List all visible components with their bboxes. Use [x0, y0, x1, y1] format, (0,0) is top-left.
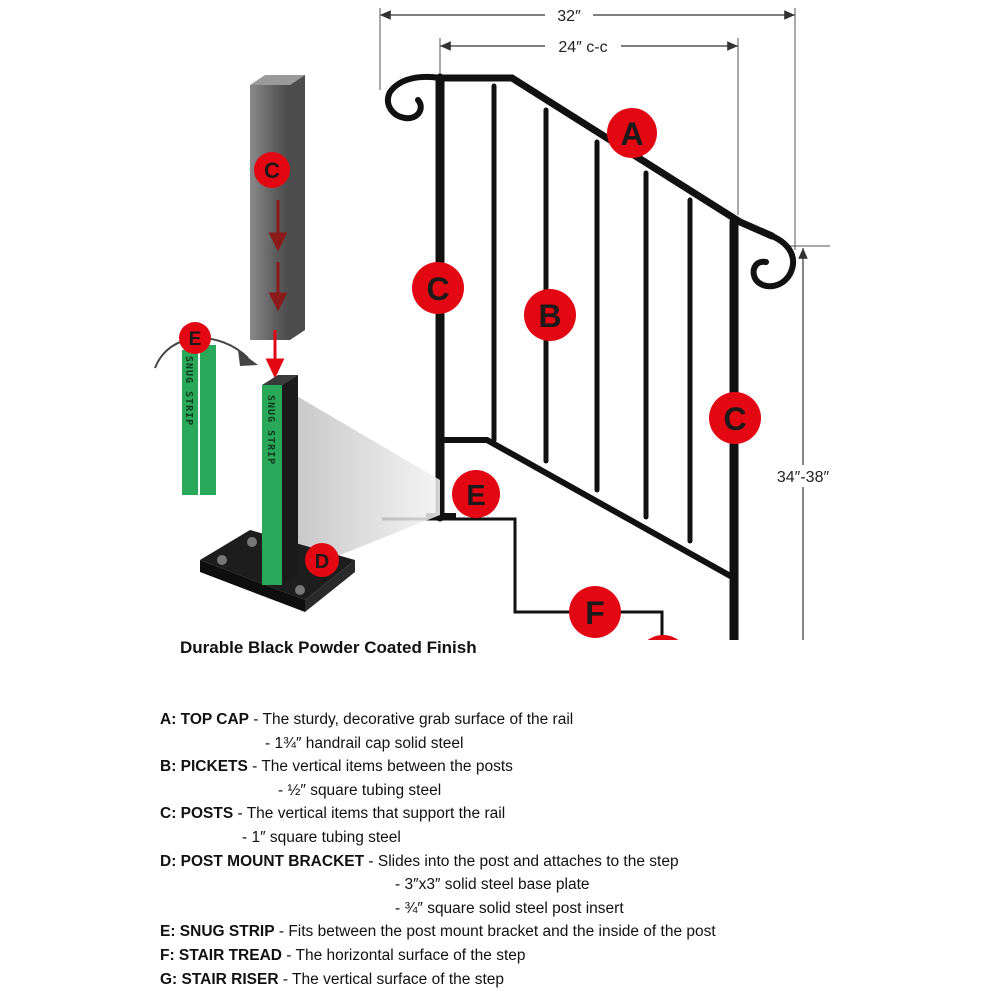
right-scroll: [750, 233, 797, 290]
detail-zoom-shade: [290, 392, 440, 575]
post-assembly-detail: SNUG STRIP SNUG STRIP: [154, 75, 355, 612]
callout-c-left: C: [412, 262, 464, 314]
legend-spec: - 3″x3″ solid steel base plate: [395, 876, 590, 894]
legend-label: A: TOP CAP: [160, 711, 249, 728]
svg-text:C: C: [264, 158, 280, 183]
svg-text:SNUG STRIP: SNUG STRIP: [265, 395, 276, 465]
svg-text:32″: 32″: [557, 8, 581, 25]
callout-b: B: [524, 289, 576, 341]
legend-spec: - 1″ square tubing steel: [242, 828, 401, 846]
top-cap: [436, 74, 776, 240]
dimension-overall-width: 32″: [379, 5, 796, 250]
legend-row: F: STAIR TREAD - The horizontal surface …: [160, 944, 980, 968]
railing-diagram: 32″ 24″ c-c 34″-38″: [154, 5, 836, 640]
legend-label: E: SNUG STRIP: [160, 923, 275, 941]
svg-text:34″-38″: 34″-38″: [777, 469, 830, 486]
callout-a: A: [607, 108, 657, 158]
legend-label: F: STAIR TREAD: [160, 946, 282, 964]
loose-snug-strip: SNUG STRIP: [182, 345, 216, 495]
callout-d: D: [305, 543, 339, 577]
legend-description: - The sturdy, decorative grab surface of…: [249, 711, 574, 728]
svg-text:SNUG STRIP: SNUG STRIP: [183, 356, 194, 426]
callout-e-detail: E: [179, 322, 211, 354]
callout-e: E: [452, 470, 500, 518]
svg-text:E: E: [189, 329, 202, 350]
dimension-post-spacing: 24″ c-c: [439, 36, 739, 215]
legend-description: - Fits between the post mount bracket an…: [274, 923, 716, 941]
legend-row: G: STAIR RISER - The vertical surface of…: [160, 968, 980, 992]
callout-f: F: [569, 586, 621, 638]
callout-g: G: [647, 635, 679, 640]
legend-description: - Slides into the post and attaches to t…: [364, 852, 679, 870]
svg-text:24″ c-c: 24″ c-c: [558, 39, 607, 56]
legend-label: G: STAIR RISER: [160, 970, 279, 988]
legend-description: - The vertical surface of the step: [278, 970, 504, 988]
svg-text:A: A: [620, 116, 643, 152]
legend-label: C: POSTS: [160, 805, 234, 823]
svg-text:F: F: [585, 595, 605, 631]
dimension-height: 34″-38″: [770, 245, 836, 640]
callout-c-right: C: [709, 392, 761, 444]
parts-legend: A: TOP CAP - The sturdy, decorative grab…: [160, 708, 980, 991]
legend-spec: - 1¾″ handrail cap solid steel: [265, 734, 464, 752]
bottom-rail: [437, 437, 737, 581]
legend-row: B: PICKETS - The vertical items between …: [160, 755, 980, 779]
svg-text:C: C: [723, 401, 746, 437]
callout-c-detail: C: [254, 152, 290, 188]
svg-text:D: D: [315, 551, 329, 573]
svg-text:B: B: [538, 298, 561, 334]
finish-caption: Durable Black Powder Coated Finish: [180, 638, 477, 657]
legend-row: D: POST MOUNT BRACKET - Slides into the …: [160, 850, 980, 874]
legend-spec: - ¾″ square solid steel post insert: [395, 899, 624, 917]
legend-description: - The vertical items that support the ra…: [233, 805, 506, 823]
legend-description: - The horizontal surface of the step: [281, 946, 526, 964]
legend-label: B: PICKETS: [160, 758, 248, 776]
stairs: [382, 517, 664, 640]
legend-label: D: POST MOUNT BRACKET: [160, 852, 365, 870]
legend-spec: - ½″ square tubing steel: [278, 781, 442, 799]
legend-row: E: SNUG STRIP - Fits between the post mo…: [160, 920, 980, 944]
left-scroll: [384, 73, 443, 122]
legend-description: - The vertical items between the posts: [247, 758, 513, 776]
legend-row: A: TOP CAP - The sturdy, decorative grab…: [160, 708, 980, 732]
handrail: [384, 73, 797, 640]
svg-text:C: C: [426, 271, 449, 307]
svg-text:E: E: [466, 480, 485, 512]
legend-row: C: POSTS - The vertical items that suppo…: [160, 802, 980, 826]
